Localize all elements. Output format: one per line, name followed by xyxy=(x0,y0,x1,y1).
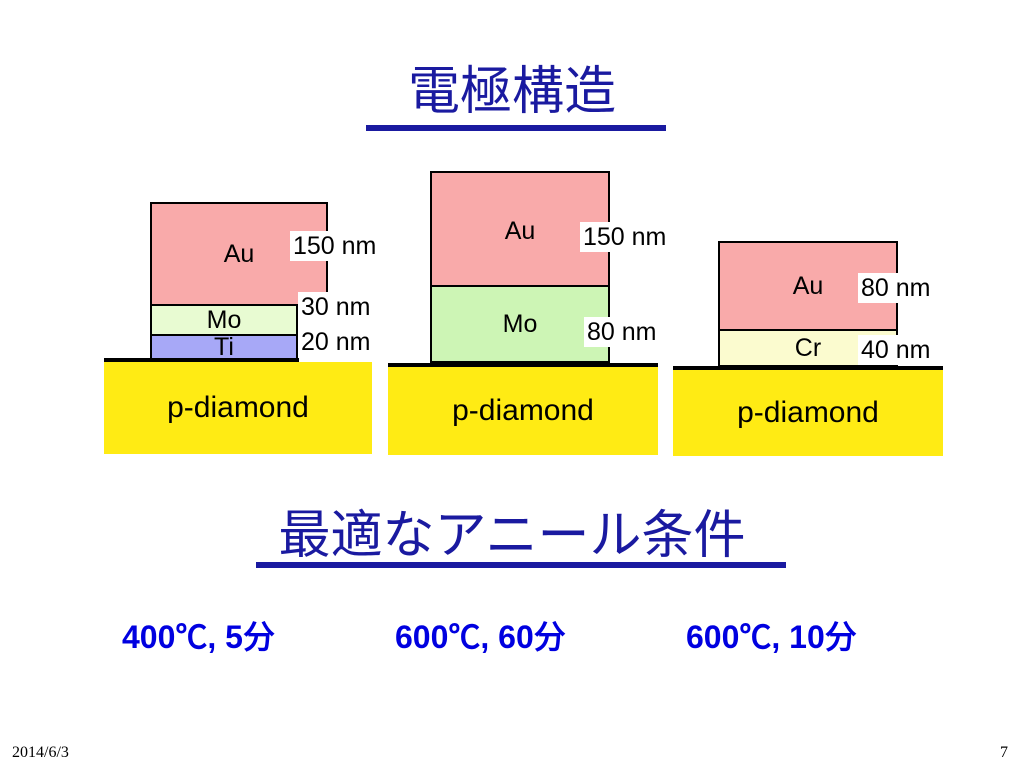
substrate-3-label: p-diamond xyxy=(737,396,879,429)
stack-3-au-thickness: 80 nm xyxy=(858,273,934,303)
condition-1: 400℃, 5分 xyxy=(122,619,275,655)
condition-3: 600℃, 10分 xyxy=(686,619,857,655)
substrate-2-label: p-diamond xyxy=(452,394,594,427)
stack-1-au-label: Au xyxy=(223,239,255,268)
stack-1-mo-layer: Mo xyxy=(150,304,298,336)
condition-2: 600℃, 60分 xyxy=(395,619,566,655)
stack-2-mo-layer: Mo xyxy=(430,285,610,363)
stack-2-mo-label: Mo xyxy=(502,309,538,338)
footer-date: 2014/6/3 xyxy=(12,744,69,761)
page-title: 電極構造 xyxy=(407,62,616,122)
stack-1-au-thickness: 150 nm xyxy=(290,231,380,261)
substrate-3: p-diamond xyxy=(673,370,943,456)
page-number: 7 xyxy=(1000,744,1008,761)
substrate-2: p-diamond xyxy=(388,367,658,455)
subtitle: 最適なアニール条件 xyxy=(278,506,746,566)
stack-3-cr-label: Cr xyxy=(794,333,822,362)
substrate-1: p-diamond xyxy=(104,362,372,454)
stack-1-au-layer: Au xyxy=(150,202,328,306)
stack-2-au-thickness: 150 nm xyxy=(580,222,670,252)
surface-line-3 xyxy=(673,366,943,370)
stack-3-au-label: Au xyxy=(792,271,824,300)
stack-2-mo-thickness: 80 nm xyxy=(584,317,660,347)
stack-2-au-label: Au xyxy=(504,217,536,245)
stack-1-ti-thickness: 20 nm xyxy=(298,327,374,357)
substrate-1-label: p-diamond xyxy=(167,391,309,424)
stack-1-ti-layer: Ti xyxy=(150,332,298,361)
surface-line-2 xyxy=(388,363,658,367)
title-underline xyxy=(366,125,666,131)
stack-1-ti-label: Ti xyxy=(214,332,234,361)
stack-1-mo-label: Mo xyxy=(206,305,242,334)
stack-1-mo-thickness: 30 nm xyxy=(298,292,374,322)
stack-3-cr-thickness: 40 nm xyxy=(858,335,934,365)
surface-line-1 xyxy=(104,358,299,362)
subtitle-underline xyxy=(256,562,786,568)
